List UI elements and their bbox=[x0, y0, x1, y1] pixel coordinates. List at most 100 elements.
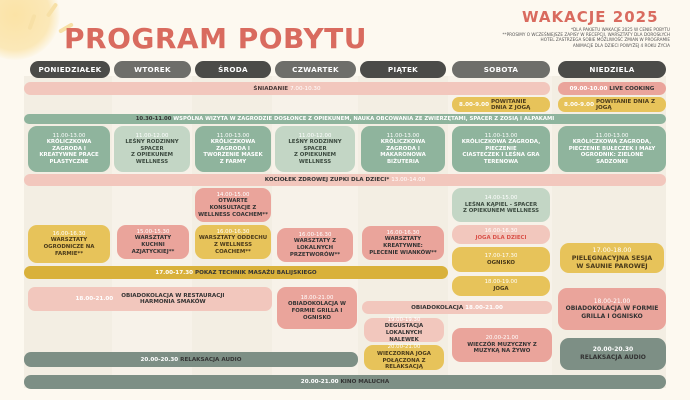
event-line: WELLNESS COACHEM** bbox=[198, 211, 268, 218]
event-line: HARMONIA SMAKÓW bbox=[140, 299, 206, 305]
event-line: LEŚNY RODZINNY bbox=[288, 139, 342, 146]
event-line: JOGA DLA DZIECI bbox=[475, 234, 527, 241]
event-line: OGNISKO bbox=[303, 314, 331, 321]
activity-card-wednesday-workshop: 16.00-16.30 WARSZTATY ODDECHU Z WELLNESS… bbox=[195, 225, 271, 259]
day-header-monday: PONIEDZIAŁEK bbox=[30, 61, 110, 78]
activity-card-monday-workshop: 16.00-16.30 WARSZTATY OGRODNICZE NA FARM… bbox=[28, 225, 110, 263]
event-line: KREATYWNE: bbox=[383, 243, 423, 249]
event-time: 10.30-11.00 bbox=[135, 116, 172, 122]
activity-card-tuesday-morning: 11.00-12.00 LEŚNY RODZINNY SPACER Z OPIE… bbox=[114, 126, 190, 172]
event-time: 18.00-19.00 bbox=[484, 279, 518, 286]
event-time: 16.00-16.30 bbox=[52, 230, 86, 237]
note-line: ANIMACJE DLA DZIECI POWYŻEJ 4 ROKU ŻYCIA bbox=[572, 42, 670, 48]
event-time: 8.00-9.00 bbox=[564, 101, 594, 108]
event-time: 14.00-15.00 bbox=[216, 191, 250, 198]
farm-visit-bar: 10.30-11.00 WSPÓLNA WIZYTA W ZAGRODZIE D… bbox=[24, 114, 666, 124]
day-header-sunday: NIEDZIELA bbox=[558, 61, 666, 78]
event-line: SADZONKI bbox=[596, 158, 628, 165]
event-label: LIVE COOKING bbox=[609, 85, 655, 92]
event-line: Z WELLNESS bbox=[214, 242, 252, 248]
event-line: PRZETWORÓW** bbox=[289, 251, 341, 258]
event-time: 15.00-15.30 bbox=[136, 228, 170, 235]
soup-bar: KOCIOŁEK ZDROWEJ ZUPKI DLA DZIECI* 13.00… bbox=[24, 174, 666, 186]
event-label: POWITANIE DNIA Z JOGĄ bbox=[490, 98, 531, 111]
massage-bar: 17.00-17.30 POKAZ TECHNIK MASAŻU BALIJSK… bbox=[24, 266, 448, 279]
event-time: 09.00-10.00 bbox=[569, 85, 608, 92]
event-line: PIECZENIE BUŁECZEK I MAŁY bbox=[568, 145, 656, 152]
event-time: 18.00-21.00 bbox=[593, 297, 631, 305]
event-line: KRÓLICZKOWA bbox=[380, 139, 426, 146]
event-time: 11.00-12.00 bbox=[298, 132, 332, 139]
activity-card-saturday-morning: 11.00-13.00 KRÓLICZKOWA ZAGRODA, PIECZEN… bbox=[452, 126, 550, 172]
event-time: 17.00-17.30 bbox=[484, 252, 518, 259]
activity-card-saturday-forest-bath: 14.00-15.00 LEŚNA KĄPIEL - SPACER Z OPIE… bbox=[452, 188, 550, 222]
event-time: 11.00-13.00 bbox=[52, 132, 86, 139]
note-line: HOTEL ZASTRZEGA SOBIE MOŻLIWOŚĆ ZMIAN W … bbox=[540, 37, 670, 43]
event-line: KUCHNI bbox=[141, 242, 165, 248]
event-label: ŚNIADANIE bbox=[253, 85, 289, 92]
event-line: BIŻUTERIA bbox=[386, 158, 420, 165]
event-line: KRÓLICZKOWA bbox=[210, 139, 256, 146]
event-line: SPACER bbox=[303, 145, 327, 152]
event-line: LEŚNY RODZINNY bbox=[125, 139, 179, 146]
event-time: 20.00-21.00 bbox=[485, 335, 519, 342]
event-time: 16.00-16.30 bbox=[386, 229, 420, 236]
note-line: *DLA PAKIETU WAKACJE 2025 W CENIE POBYTU bbox=[570, 27, 670, 32]
event-line: KRÓLICZKOWA bbox=[46, 139, 92, 146]
event-line: OBIADOKOLACJA W FORMIE bbox=[565, 305, 659, 313]
event-time: 13.00-14.00 bbox=[391, 177, 426, 183]
friday-saturday-dinner: OBIADOKOLACJA 18.00-21.00 bbox=[362, 301, 552, 314]
event-line: PLECENIE WIANKÓW** bbox=[369, 249, 437, 256]
event-line: NALEWEK bbox=[389, 336, 419, 343]
notes: *DLA PAKIETU WAKACJE 2025 W CENIE POBYTU… bbox=[478, 27, 670, 48]
activity-card-saturday-music: 20.00-21.00 WIECZÓR MUZYCZNY Z MUZYKĄ NA… bbox=[452, 328, 552, 362]
activity-card-saturday-yoga: 18.00-19.00 JOGA bbox=[452, 276, 550, 296]
event-line: WARSZTATY ODDECHU bbox=[198, 235, 268, 242]
event-label: OBIADOKOLACJA bbox=[411, 304, 464, 311]
event-label: KOCIOŁEK ZDROWEJ ZUPKI DLA DZIECI* bbox=[264, 177, 390, 183]
season-title: WAKACJE 2025 bbox=[522, 8, 659, 26]
event-line: MAKARONOWA bbox=[380, 152, 426, 159]
event-time: 16.00-16.30 bbox=[298, 231, 332, 238]
activity-card-thursday-morning: 11.00-12.00 LEŚNY RODZINNY SPACER Z OPIE… bbox=[275, 126, 355, 172]
event-line: ZAGRODA I bbox=[216, 145, 250, 152]
day-header-tuesday: WTOREK bbox=[114, 61, 191, 78]
note-line: **PROSIMY O WCZEŚNIEJSZE ZAPISY W RECEPC… bbox=[502, 32, 670, 38]
event-line: Z OPIEKUNEM bbox=[130, 152, 174, 159]
event-time: 19.00-19.30 bbox=[387, 316, 421, 323]
event-line: KONSULTACJE Z bbox=[209, 205, 257, 211]
event-line: TWORZENIE MASEK bbox=[203, 152, 263, 159]
event-label: POKAZ TECHNIK MASAŻU BALIJSKIEGO bbox=[194, 269, 317, 276]
event-line: WARSZTATY bbox=[50, 237, 88, 244]
event-time: 8.00-9.00 bbox=[459, 101, 489, 108]
activity-card-sunday-dinner: 18.00-21.00 OBIADOKOLACJA W FORMIE GRILL… bbox=[558, 288, 666, 330]
page-title: PROGRAM POBYTU bbox=[64, 22, 367, 55]
event-line: WARSZTATY bbox=[134, 235, 172, 242]
event-line: AZJATYCKIEJ** bbox=[131, 248, 175, 255]
activity-card-sunday-sauna: 17.00-18.00 PIELĘGNACYJNA SESJA W SAUNIE… bbox=[560, 243, 664, 273]
day-header-thursday: CZWARTEK bbox=[275, 61, 356, 78]
cinema-bar: 20.00-21.00 KINO MALUCHA bbox=[24, 375, 666, 389]
event-line: OGNISKO bbox=[487, 259, 515, 266]
event-line: WELLNESS bbox=[298, 158, 332, 165]
activity-card-friday-workshop: 16.00-16.30 WARSZTATY KREATYWNE: PLECENI… bbox=[362, 226, 444, 260]
event-line: Z FARMY bbox=[219, 158, 247, 165]
event-time: 11.00-13.00 bbox=[386, 132, 420, 139]
event-time: 20.00-20.30 bbox=[140, 356, 179, 363]
event-time: 14.00-15.00 bbox=[484, 195, 518, 202]
event-time: 16.00-16.30 bbox=[216, 228, 250, 235]
day-header-saturday: SOBOTA bbox=[452, 61, 550, 78]
event-line: FARMIE** bbox=[54, 250, 84, 257]
event-line: WIECZÓR MUZYCZNY Z bbox=[467, 341, 537, 348]
activity-card-saturday-kids-yoga: 16.00-16.30 JOGA DLA DZIECI bbox=[452, 225, 550, 244]
event-label: KINO MALUCHA bbox=[340, 379, 390, 385]
activity-card-monday-morning: 11.00-13.00 KRÓLICZKOWA ZAGRODA I KREATY… bbox=[28, 126, 110, 172]
event-time: 20.00-21.00 bbox=[300, 379, 339, 385]
event-line: OGRODNICZE NA bbox=[43, 244, 95, 250]
event-line: WIECZORNA JOGA bbox=[377, 350, 431, 357]
event-line: CIASTECZEK I LEŚNA GRA bbox=[462, 152, 540, 159]
day-header-friday: PIĄTEK bbox=[360, 61, 446, 78]
activity-card-tuesday-workshop: 15.00-15.30 WARSZTATY KUCHNI AZJATYCKIEJ… bbox=[117, 225, 189, 259]
event-line: RELAKSACJA AUDIO bbox=[580, 354, 646, 361]
event-line: GRILLA I OGNISKO bbox=[581, 312, 643, 320]
